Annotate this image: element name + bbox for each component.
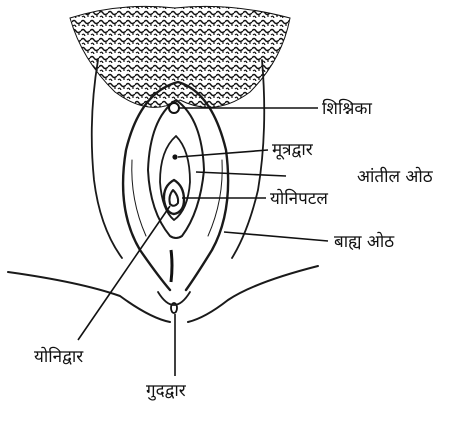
pubic-hair-region bbox=[70, 6, 290, 107]
left-thigh-contour bbox=[8, 272, 170, 322]
perineum-mark bbox=[171, 250, 172, 282]
leader-outer-lips bbox=[224, 232, 328, 241]
label-hymen: योनिपटल bbox=[270, 188, 328, 209]
label-urethral-opening: मूत्रद्वार bbox=[272, 140, 314, 160]
label-inner-lips: आंतील ओठ bbox=[357, 166, 434, 187]
label-outer-lips: बाह्य ओठ bbox=[334, 231, 395, 252]
clitoris-shape bbox=[169, 103, 179, 113]
leader-urethral-opening bbox=[178, 150, 268, 157]
label-anus: गुदद्वार bbox=[146, 381, 187, 401]
right-thigh-contour bbox=[188, 266, 318, 322]
vaginal-opening-shape bbox=[169, 190, 178, 206]
hymen-shape bbox=[164, 180, 184, 214]
label-clitoris: शिश्निका bbox=[322, 98, 372, 119]
label-vaginal-opening: योनिद्वार bbox=[34, 346, 84, 367]
urethral-opening-shape bbox=[172, 154, 177, 159]
leader-inner-lips bbox=[196, 172, 286, 176]
vestibule-shape bbox=[160, 136, 190, 220]
